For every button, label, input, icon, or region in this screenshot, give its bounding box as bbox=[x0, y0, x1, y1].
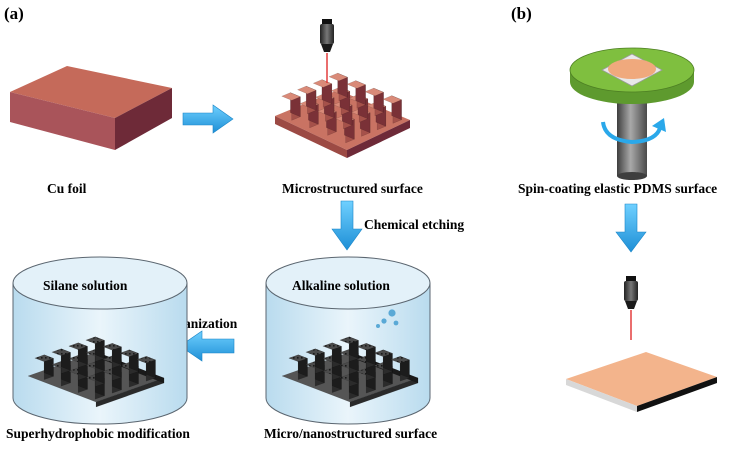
laser-head-icon-1 bbox=[320, 19, 334, 52]
alkaline-solution-label: Alkaline solution bbox=[292, 278, 390, 293]
panel-label-b: (b) bbox=[511, 4, 532, 23]
micro-nano-structure-right bbox=[281, 336, 419, 408]
micro-nano-caption: Micro/nanostructured surface bbox=[264, 426, 437, 441]
pdms-pad bbox=[566, 352, 717, 412]
arrow-down-icon-2 bbox=[615, 203, 647, 253]
arrow-left-icon bbox=[179, 330, 235, 362]
panel-label-a: (a) bbox=[4, 4, 24, 23]
spin-coating-caption: Spin-coating elastic PDMS surface bbox=[518, 181, 717, 196]
spin-coater bbox=[569, 47, 695, 180]
rotation-arrow-icon bbox=[601, 118, 666, 145]
chemical-etching-label: Chemical etching bbox=[364, 217, 464, 232]
silane-solution-label: Silane solution bbox=[43, 278, 128, 293]
arrow-right-icon bbox=[182, 104, 234, 134]
laser-head-icon-2 bbox=[624, 276, 638, 309]
microstructured-copper bbox=[275, 72, 410, 158]
arrow-down-icon-1 bbox=[331, 200, 363, 251]
cu-foil-caption: Cu foil bbox=[47, 181, 87, 196]
microstructured-caption: Microstructured surface bbox=[282, 181, 423, 196]
cu-foil-slab bbox=[10, 66, 172, 150]
superhydrophobic-caption: Superhydrophobic modification bbox=[6, 426, 190, 441]
bubbles-icon bbox=[376, 309, 399, 328]
micro-nano-structure-left bbox=[27, 336, 165, 408]
